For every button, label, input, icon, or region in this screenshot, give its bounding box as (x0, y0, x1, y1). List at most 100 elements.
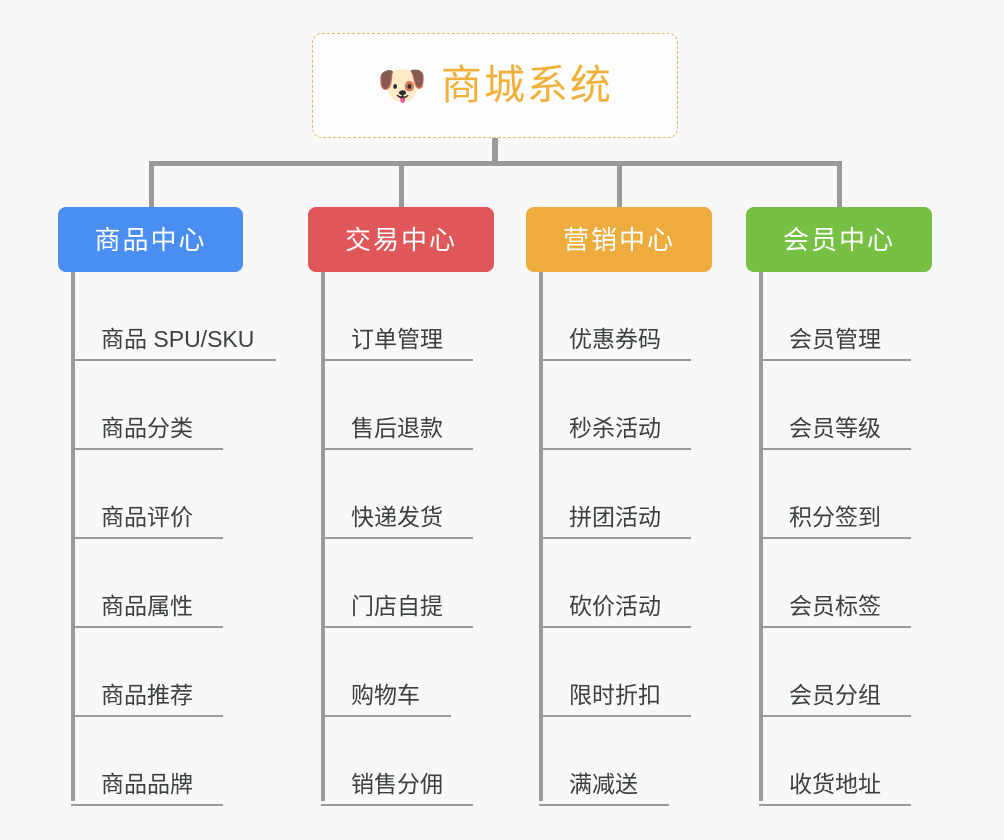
leaf-item[interactable]: 优惠券码 (526, 272, 712, 361)
leaf-item-rule (71, 448, 223, 450)
leaf-item-rule (759, 715, 911, 717)
leaf-item-rule (759, 359, 911, 361)
leaf-item-rule (759, 448, 911, 450)
leaf-item[interactable]: 拼团活动 (526, 450, 712, 539)
leaf-item-rule (539, 359, 691, 361)
leaf-item-label: 会员管理 (789, 326, 881, 352)
category-label-trade-center: 交易中心 (344, 224, 457, 255)
leaf-item-label: 订单管理 (351, 326, 443, 352)
leaf-item[interactable]: 会员管理 (746, 272, 932, 361)
category-label-member-center: 会员中心 (782, 224, 895, 255)
leaf-item[interactable]: 快递发货 (308, 450, 494, 539)
leaf-item-rule (321, 715, 451, 717)
leaf-item-rule (539, 626, 691, 628)
leaf-item-rule (539, 537, 691, 539)
column-trade-center: 交易中心订单管理售后退款快递发货门店自提购物车销售分佣 (308, 207, 494, 806)
leaf-item-rule (321, 626, 473, 628)
leaf-item-rule (321, 359, 473, 361)
leaf-item-rule (71, 359, 276, 361)
leaf-item[interactable]: 秒杀活动 (526, 361, 712, 450)
leaf-item[interactable]: 门店自提 (308, 539, 494, 628)
leaf-item-rule (759, 537, 911, 539)
leaf-item-rule (321, 448, 473, 450)
leaf-item[interactable]: 商品属性 (58, 539, 254, 628)
column-product-center: 商品中心商品 SPU/SKU 商品分类商品评价商品属性商品推荐商品品牌 (58, 207, 276, 806)
leaf-item-label: 商品品牌 (101, 771, 193, 797)
leaf-list-trade-center: 订单管理售后退款快递发货门店自提购物车销售分佣 (308, 272, 494, 806)
root-node-content: 🐶 商城系统 (377, 65, 613, 106)
category-label-product-center: 商品中心 (94, 224, 207, 255)
leaf-item-label: 商品 SPU/SKU (101, 326, 255, 352)
leaf-item-label: 秒杀活动 (569, 415, 661, 441)
leaf-item-label: 商品推荐 (101, 682, 193, 708)
connector-drop-trade-center (399, 161, 404, 207)
leaf-item[interactable]: 会员分组 (746, 628, 932, 717)
leaf-item[interactable]: 售后退款 (308, 361, 494, 450)
leaf-item[interactable]: 限时折扣 (526, 628, 712, 717)
root-node-shop-system[interactable]: 🐶 商城系统 (312, 33, 678, 138)
leaf-spine-product-center (71, 272, 75, 801)
leaf-item[interactable]: 砍价活动 (526, 539, 712, 628)
leaf-item[interactable]: 商品评价 (58, 450, 254, 539)
leaf-spine-marketing-center (539, 272, 543, 801)
leaf-item-rule (321, 804, 473, 806)
leaf-item-label: 积分签到 (789, 504, 881, 530)
leaf-item-label: 会员等级 (789, 415, 881, 441)
leaf-item-label: 快递发货 (351, 504, 443, 530)
leaf-item-label: 商品评价 (101, 504, 193, 530)
leaf-item-label: 门店自提 (351, 593, 443, 619)
column-marketing-center: 营销中心优惠券码秒杀活动拼团活动砍价活动限时折扣满减送 (526, 207, 712, 806)
leaf-item-label: 砍价活动 (569, 593, 661, 619)
leaf-item[interactable]: 满减送 (526, 717, 712, 806)
category-box-member-center[interactable]: 会员中心 (746, 207, 932, 272)
leaf-item[interactable]: 会员等级 (746, 361, 932, 450)
connector-drop-product-center (149, 161, 154, 207)
leaf-item[interactable]: 收货地址 (746, 717, 932, 806)
leaf-item-rule (71, 715, 223, 717)
connector-drop-member-center (837, 161, 842, 207)
leaf-item[interactable]: 商品 SPU/SKU (58, 272, 276, 361)
leaf-item-rule (539, 804, 669, 806)
leaf-item[interactable]: 订单管理 (308, 272, 494, 361)
leaf-item-label: 商品分类 (101, 415, 193, 441)
leaf-list-member-center: 会员管理会员等级积分签到会员标签会员分组收货地址 (746, 272, 932, 806)
leaf-item[interactable]: 会员标签 (746, 539, 932, 628)
leaf-list-product-center: 商品 SPU/SKU 商品分类商品评价商品属性商品推荐商品品牌 (58, 272, 276, 806)
leaf-spine-trade-center (321, 272, 325, 801)
leaf-item-rule (71, 804, 223, 806)
leaf-item[interactable]: 商品品牌 (58, 717, 254, 806)
leaf-item-rule (759, 804, 911, 806)
leaf-list-marketing-center: 优惠券码秒杀活动拼团活动砍价活动限时折扣满减送 (526, 272, 712, 806)
column-member-center: 会员中心会员管理会员等级积分签到会员标签会员分组收货地址 (746, 207, 932, 806)
leaf-item[interactable]: 积分签到 (746, 450, 932, 539)
category-label-marketing-center: 营销中心 (562, 224, 675, 255)
leaf-item[interactable]: 购物车 (308, 628, 494, 717)
leaf-item[interactable]: 商品分类 (58, 361, 254, 450)
leaf-item[interactable]: 销售分佣 (308, 717, 494, 806)
leaf-item-rule (539, 715, 691, 717)
leaf-item-rule (321, 537, 473, 539)
leaf-item-label: 优惠券码 (569, 326, 661, 352)
leaf-item-rule (759, 626, 911, 628)
leaf-item-label: 拼团活动 (569, 504, 661, 530)
connector-drop-marketing-center (617, 161, 622, 207)
leaf-item-label: 收货地址 (789, 771, 881, 797)
root-node-title: 商城系统 (440, 62, 613, 108)
dog-face-icon: 🐶 (377, 63, 427, 108)
connector-root-stem (492, 138, 498, 164)
leaf-item-label: 商品属性 (101, 593, 193, 619)
connector-horizontal-bar (149, 161, 841, 166)
category-box-product-center[interactable]: 商品中心 (58, 207, 243, 272)
leaf-item-label: 会员标签 (789, 593, 881, 619)
leaf-item[interactable]: 商品推荐 (58, 628, 254, 717)
leaf-spine-member-center (759, 272, 763, 801)
leaf-item-label: 限时折扣 (569, 682, 661, 708)
leaf-item-rule (539, 448, 691, 450)
category-box-trade-center[interactable]: 交易中心 (308, 207, 494, 272)
leaf-item-label: 售后退款 (351, 415, 443, 441)
leaf-item-label: 会员分组 (789, 682, 881, 708)
category-box-marketing-center[interactable]: 营销中心 (526, 207, 712, 272)
leaf-item-label: 销售分佣 (351, 771, 443, 797)
leaf-item-label: 满减送 (569, 771, 638, 797)
